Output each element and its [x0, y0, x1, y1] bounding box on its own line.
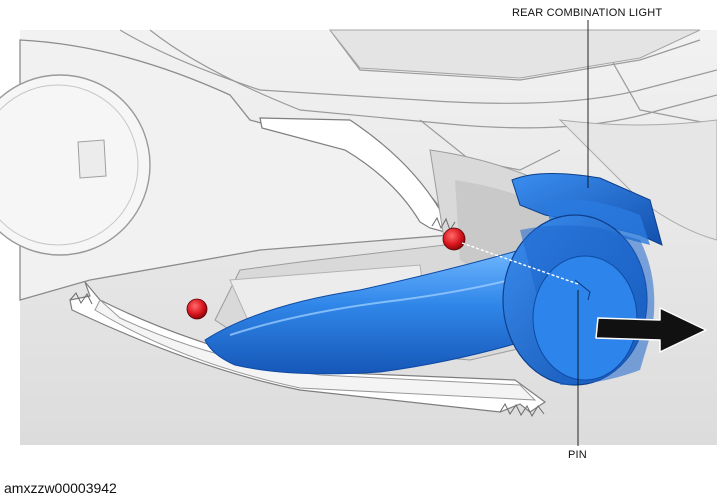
figure-id: amxzzw00003942	[4, 480, 117, 496]
red-pin-1	[442, 227, 466, 251]
tear-edge-2	[69, 292, 93, 305]
fuel-door	[0, 74, 151, 256]
lamp-lens	[532, 255, 638, 381]
trunk-frame	[119, 29, 717, 171]
lamp-lens-detail	[574, 279, 591, 301]
trunk-panel	[328, 29, 701, 79]
cutaway-strip-upper	[259, 117, 446, 233]
lamp-body-highlight	[229, 279, 511, 336]
red-pin-2	[186, 298, 208, 320]
fuel-door-tab	[77, 139, 107, 179]
tear-edge-3	[499, 402, 545, 418]
fuel-door-inner	[0, 84, 139, 246]
removal-arrow	[595, 307, 707, 353]
cutaway-strip-lower	[69, 281, 547, 413]
lower-flange	[94, 299, 537, 401]
label-rear-combination-light: REAR COMBINATION LIGHT	[512, 7, 663, 19]
pin-guide-line	[461, 242, 579, 285]
label-pin: PIN	[568, 449, 587, 461]
